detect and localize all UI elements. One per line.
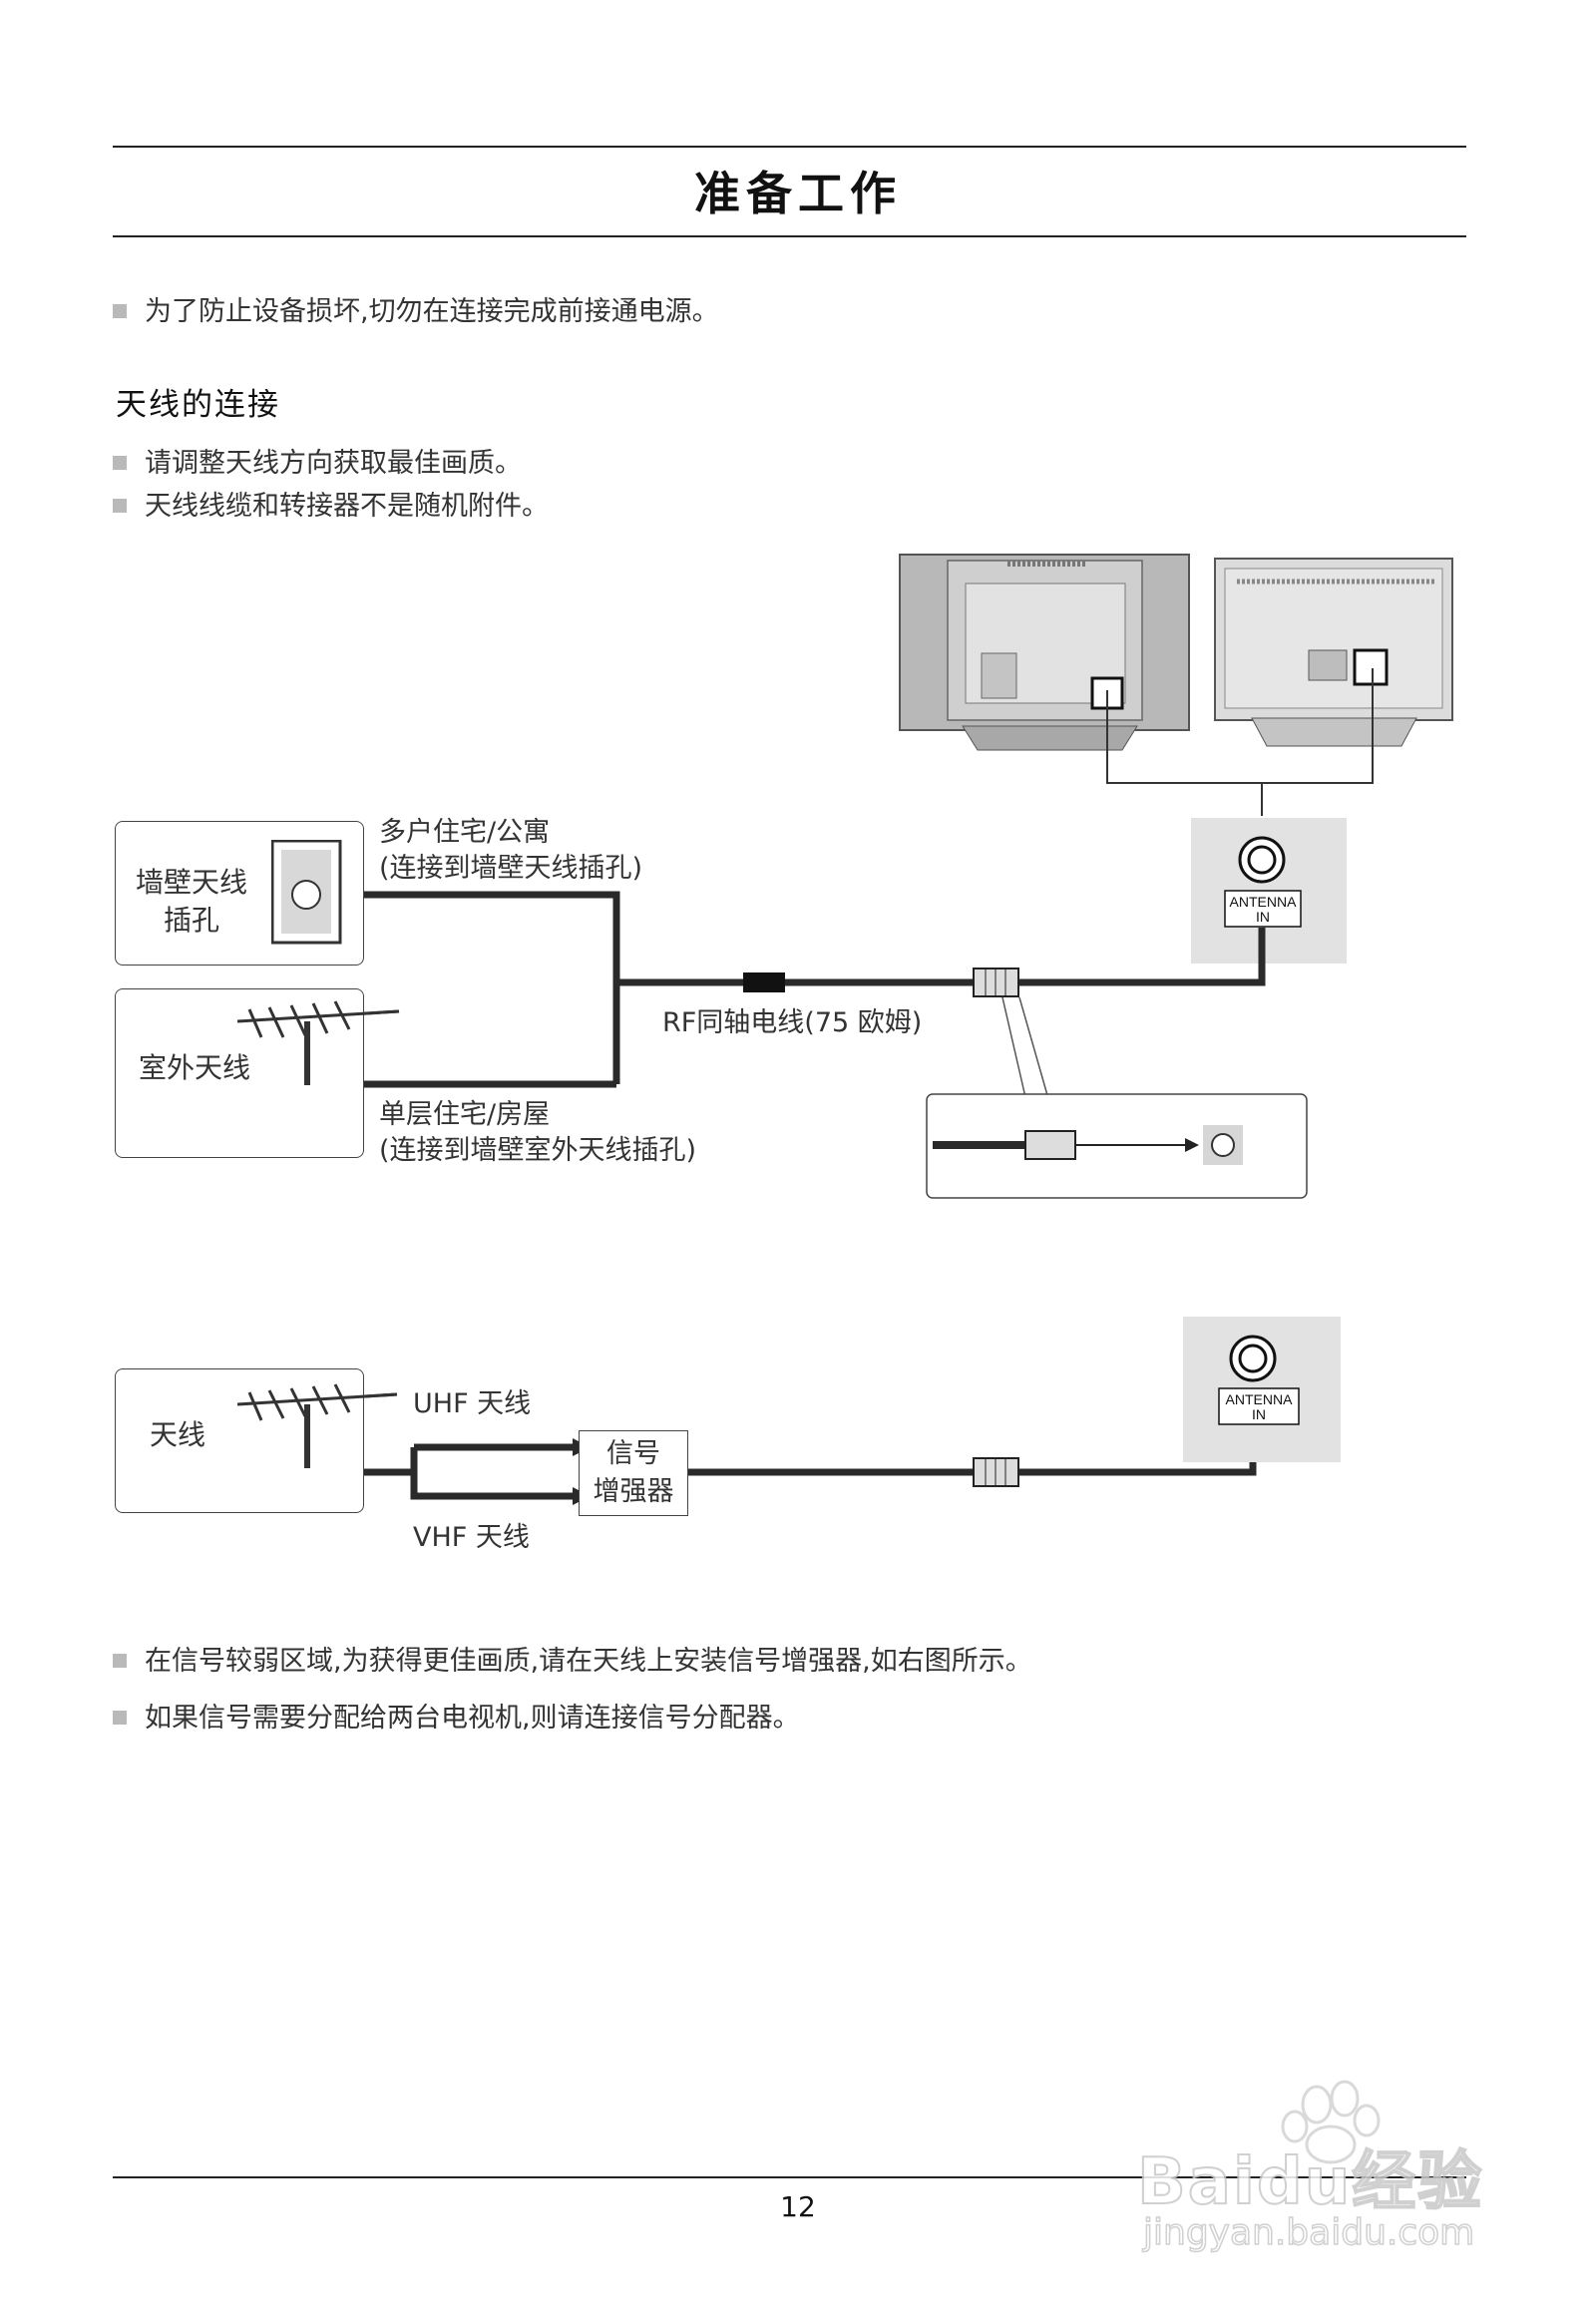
header-rule-bottom xyxy=(113,235,1466,237)
header-rule-top xyxy=(113,146,1466,148)
page-title: 准备工作 xyxy=(694,167,902,220)
coax-connector-icon xyxy=(973,1457,1019,1487)
single-unit-label: 单层住宅/房屋 (连接到墙壁室外天线插孔) xyxy=(379,1097,696,1169)
antenna-port-text: ANTENNA IN xyxy=(1221,1392,1297,1422)
footer-bullet-text: 如果信号需要分配给两台电视机,则请连接信号分配器。 xyxy=(145,1703,800,1734)
bullet-square-icon xyxy=(113,499,127,513)
wall-jack-overlay-icon xyxy=(271,840,342,945)
outdoor-antenna-label: 室外天线 xyxy=(138,1051,250,1084)
connector-detail-icon xyxy=(933,1125,1243,1165)
watermark-url: jingyan.baidu.com xyxy=(1142,2211,1475,2254)
wall-jack-label-line2: 插孔 xyxy=(163,904,219,937)
section-bullet-text: 请调整天线方向获取最佳画质。 xyxy=(145,448,522,479)
watermark-brand: Baidu经验 xyxy=(1136,2144,1484,2220)
tv-rear-icon xyxy=(899,554,1190,751)
antenna-in-port-icon xyxy=(1183,1317,1341,1462)
tv-rear-icon xyxy=(1214,558,1453,747)
section-heading: 天线的连接 xyxy=(116,387,280,423)
antenna-port-line2: IN xyxy=(1252,1406,1266,1422)
paw-logo-icon xyxy=(1281,2080,1381,2164)
antenna-port-line2: IN xyxy=(1256,909,1270,925)
coax-connector-icon xyxy=(973,968,1019,997)
page-number: 12 xyxy=(780,2190,816,2223)
footer-bullet-text: 在信号较弱区域,为获得更佳画质,请在天线上安装信号增强器,如右图所示。 xyxy=(145,1646,1032,1677)
outdoor-antenna-box xyxy=(115,988,364,1158)
outdoor-antenna-overlay-icon xyxy=(236,1000,400,1085)
booster-box: 信号 增强器 xyxy=(579,1430,688,1516)
cable-label: RF同轴电线(75 欧姆) xyxy=(662,1007,923,1038)
antenna-box-label: 天线 xyxy=(149,1418,205,1451)
section-bullet: 请调整天线方向获取最佳画质。 xyxy=(113,446,522,482)
section-bullet: 天线线缆和转接器不是随机附件。 xyxy=(113,489,549,525)
wall-jack-label-line1: 墙壁天线 xyxy=(135,866,247,899)
bullet-square-icon xyxy=(113,456,127,470)
antenna-port-text: ANTENNA IN xyxy=(1227,895,1299,925)
coax-cable xyxy=(303,1426,1257,1500)
multi-unit-line1: 多户住宅/公寓 xyxy=(379,817,551,848)
antenna-box xyxy=(115,1368,364,1513)
multi-unit-line2: (连接到墙壁天线插孔) xyxy=(379,853,643,884)
intro-bullet-text: 为了防止设备损坏,切勿在连接完成前接通电源。 xyxy=(145,296,719,327)
bullet-square-icon xyxy=(113,304,127,318)
baidu-watermark: Baidu经验 jingyan.baidu.com xyxy=(1117,2055,1516,2254)
intro-bullet: 为了防止设备损坏,切勿在连接完成前接通电源。 xyxy=(113,294,719,330)
wall-jack-label: 墙壁天线 插孔 xyxy=(122,864,261,940)
antenna-in-port-icon xyxy=(1191,818,1347,964)
antenna-port-line1: ANTENNA xyxy=(1225,1391,1293,1407)
bullet-square-icon xyxy=(113,1654,127,1668)
cable-ferrite-icon xyxy=(743,972,785,992)
vhf-label: VHF 天线 xyxy=(413,1522,530,1553)
multi-unit-label: 多户住宅/公寓 (连接到墙壁天线插孔) xyxy=(379,815,642,887)
footer-bullet: 如果信号需要分配给两台电视机,则请连接信号分配器。 xyxy=(113,1701,800,1737)
footer-bullet: 在信号较弱区域,为获得更佳画质,请在天线上安装信号增强器,如右图所示。 xyxy=(113,1644,1032,1680)
antenna-port-line1: ANTENNA xyxy=(1229,894,1297,910)
booster-line2: 增强器 xyxy=(593,1476,674,1507)
antenna-overlay-icon xyxy=(236,1383,398,1468)
booster-line1: 信号 xyxy=(606,1438,660,1469)
single-unit-line1: 单层住宅/房屋 xyxy=(379,1099,551,1130)
uhf-label: UHF 天线 xyxy=(413,1388,532,1419)
section-bullet-text: 天线线缆和转接器不是随机附件。 xyxy=(145,491,549,522)
bullet-square-icon xyxy=(113,1711,127,1725)
single-unit-line2: (连接到墙壁室外天线插孔) xyxy=(379,1135,697,1166)
